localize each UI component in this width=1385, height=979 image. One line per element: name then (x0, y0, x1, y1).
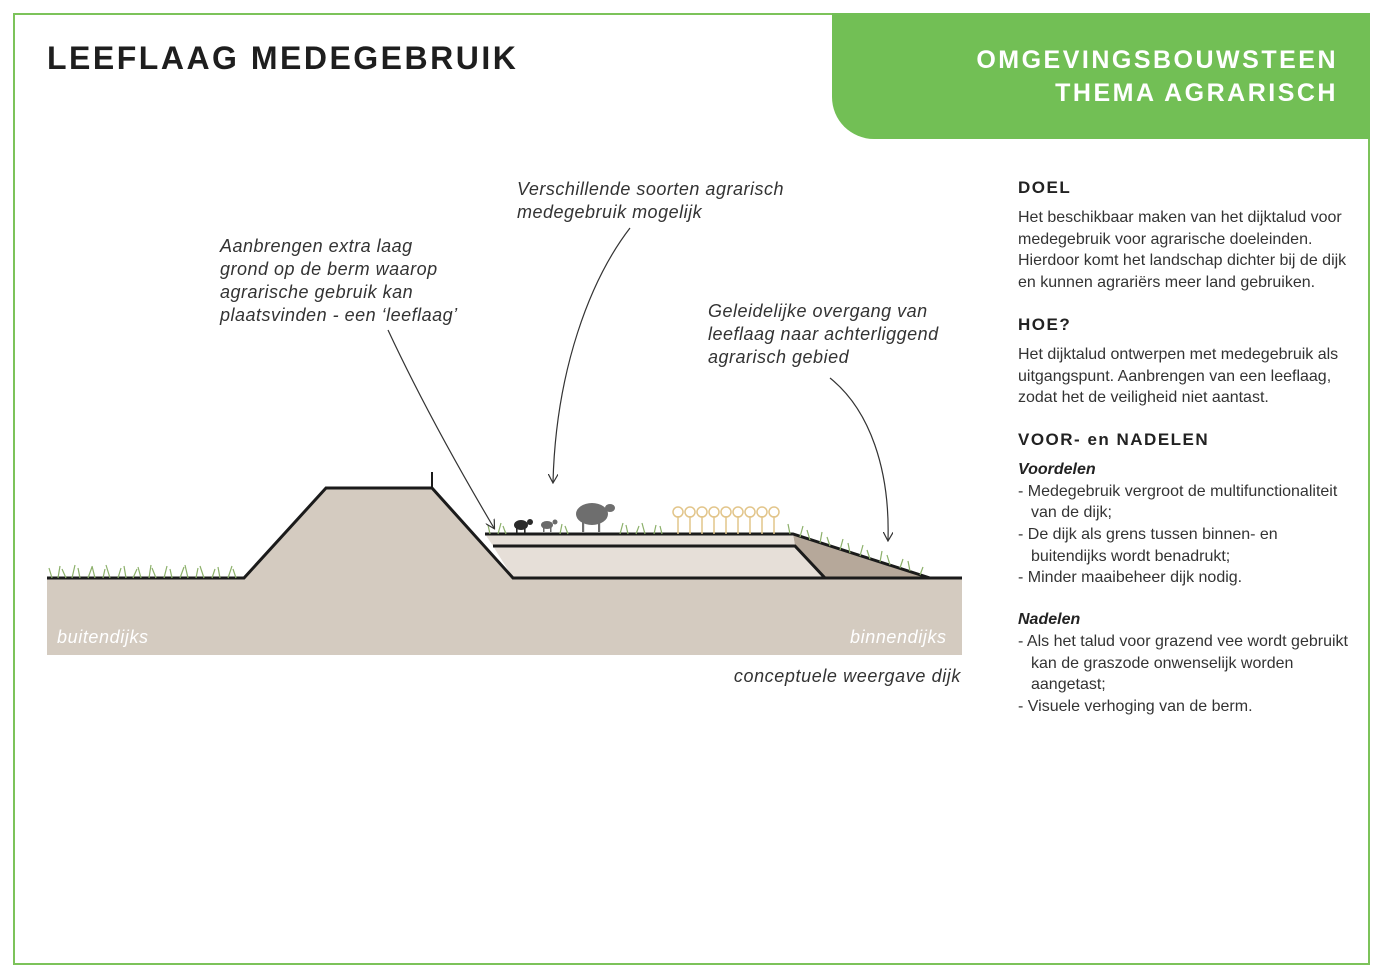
how-heading: HOE? (1018, 314, 1072, 334)
leeflaag-layer (485, 534, 825, 578)
zone-label-outside: buitendijks (57, 627, 149, 647)
cons-list: Als het talud voor grazend vee wordt geb… (1018, 631, 1348, 718)
annotation-varieties: Verschillende soorten agrarisch medegebr… (517, 178, 784, 224)
list-item: Visuele verhoging van de berm. (1018, 696, 1348, 718)
arrow-transition (829, 377, 888, 540)
theme-banner: OMGEVINGSBOUWSTEEN THEMA AGRARISCH (832, 13, 1370, 139)
how-text: Het dijktalud ontwerpen met medegebruik … (1018, 345, 1339, 407)
pros-list: Medegebruik vergroot de multifunctionali… (1018, 481, 1348, 590)
annotation-extra-layer: Aanbrengen extra laag grond op de berm w… (220, 235, 458, 327)
annotation-line: medegebruik mogelijk (517, 202, 703, 222)
annotation-line: agrarisch gebied (708, 347, 850, 367)
goal-heading: DOEL (1018, 178, 1072, 197)
annotation-line: plaatsvinden - een ‘leeflaag’ (220, 305, 458, 325)
banner-line-1: OMGEVINGSBOUWSTEEN (976, 46, 1338, 74)
annotation-line: grond op de berm waarop (220, 259, 438, 279)
crop-plants (672, 506, 780, 534)
cons-heading: Nadelen (1018, 611, 1081, 629)
sheep-icon (514, 519, 533, 533)
zone-label-inside: binnendijks (850, 627, 947, 647)
banner-line-2: THEMA AGRARISCH (1055, 79, 1338, 107)
leeflaag-top-line (485, 532, 931, 580)
arrow-varieties (553, 227, 631, 482)
diagram-caption: conceptuele weergave dijk (733, 666, 961, 686)
list-item: De dijk als grens tussen binnen- en buit… (1018, 524, 1348, 567)
annotation-line: Verschillende soorten agrarisch (517, 179, 784, 199)
ground-body (47, 488, 962, 655)
lamb-icon (541, 519, 558, 532)
dike-cross-section (47, 227, 962, 655)
page-frame (13, 13, 1370, 965)
annotation-line: leeflaag naar achterliggend (708, 324, 939, 344)
annotation-transition: Geleidelijke overgang van leeflaag naar … (708, 300, 939, 369)
list-item: Minder maaibeheer dijk nodig. (1018, 567, 1348, 589)
arrow-extra-layer (387, 329, 494, 528)
leeflaag-bottom-line (493, 544, 827, 580)
grass-outside (48, 564, 237, 579)
info-panel: DOEL Het beschikbaar maken van het dijkt… (1018, 178, 1348, 738)
goal-text: Het beschikbaar maken van het dijktalud … (1018, 209, 1347, 292)
large-sheep-icon (576, 503, 615, 532)
annotation-line: Aanbrengen extra laag (220, 236, 413, 256)
annotation-line: Geleidelijke overgang van (708, 301, 928, 321)
annotation-line: agrarische gebruik kan (220, 282, 414, 302)
list-item: Als het talud voor grazend vee wordt geb… (1018, 631, 1348, 696)
pros-cons-heading: VOOR- en NADELEN (1018, 429, 1210, 449)
page-title: LEEFLAAG MEDEGEBRUIK (47, 40, 519, 76)
dike-outline (47, 486, 962, 580)
pros-heading: Voordelen (1018, 460, 1096, 478)
grazing-sheep-group (514, 503, 615, 533)
list-item: Medegebruik vergroot de multifunctionali… (1018, 481, 1348, 524)
